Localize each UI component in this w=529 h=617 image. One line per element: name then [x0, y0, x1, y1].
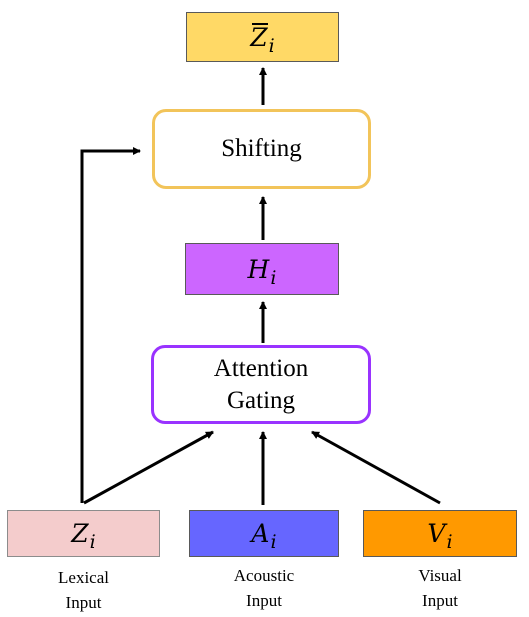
lexical-caption-line2: Input	[65, 593, 102, 612]
z-label: Zi	[71, 519, 96, 553]
a-label: Ai	[251, 519, 277, 553]
h-label: Hi	[247, 254, 277, 289]
h-box: Hi	[185, 243, 339, 295]
z-lexical-box: Zi	[7, 510, 160, 557]
attention-gating-box: Attention Gating	[151, 345, 371, 424]
attention-gating-line2: Gating	[226, 386, 296, 414]
z-bar-output-box: Zi	[186, 12, 339, 62]
shifting-box: Shifting	[152, 109, 371, 189]
visual-caption-line1: Visual	[418, 566, 462, 585]
lexical-input-caption: Lexical Input	[7, 565, 160, 615]
visual-caption-line2: Input	[422, 591, 458, 610]
acoustic-caption-line1: Acoustic	[233, 566, 295, 585]
v-label: Vi	[427, 519, 453, 553]
attention-gating-line1: Attention	[213, 354, 309, 382]
shifting-label: Shifting	[221, 135, 302, 162]
z-bar-label: Zi	[250, 22, 275, 57]
edge-z-to-shifting	[80, 147, 141, 503]
edge-v-to-attention	[311, 430, 441, 505]
acoustic-caption-line2: Input	[246, 591, 282, 610]
v-visual-box: Vi	[363, 510, 517, 557]
lexical-caption-line1: Lexical	[58, 568, 109, 587]
edge-z-to-attention	[83, 430, 214, 505]
acoustic-input-caption: Acoustic Input	[189, 563, 339, 613]
a-acoustic-box: Ai	[189, 510, 339, 557]
visual-input-caption: Visual Input	[363, 563, 517, 613]
